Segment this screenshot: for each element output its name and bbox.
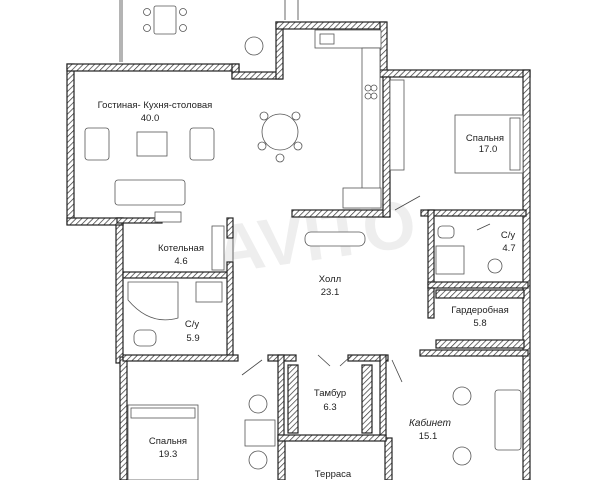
room-name-bath-1: С/у [501, 230, 516, 241]
room-area-wardrobe: 5.8 [473, 318, 486, 329]
room-area-hall: 23.1 [321, 287, 340, 298]
study-furniture [391, 359, 522, 466]
bath-1-fixtures [435, 223, 503, 275]
room-name-boiler: Котельная [158, 243, 204, 254]
room-area-living-kitchen: 40.0 [141, 113, 160, 124]
wardrobe-fixtures [435, 289, 525, 349]
room-area-bedroom-2: 19.3 [159, 449, 178, 460]
room-area-boiler: 4.6 [174, 256, 187, 267]
vestibule-fixtures [287, 354, 373, 434]
interior-walls [116, 76, 529, 442]
bedroom-1-furniture [389, 79, 524, 211]
room-area-bedroom-1: 17.0 [479, 144, 498, 155]
room-name-bedroom-1: Спальня [466, 133, 504, 144]
room-area-bath-2: 5.9 [186, 333, 199, 344]
room-name-living-kitchen: Гостиная- Кухня-столовая [98, 100, 213, 111]
room-name-vestibule: Тамбур [314, 388, 346, 399]
bedroom-2-furniture [127, 359, 276, 480]
room-labels: Гостиная- Кухня-столовая 40.0 Спальня 17… [98, 100, 516, 480]
room-area-study: 15.1 [419, 431, 438, 442]
outdoor-dining-set [143, 5, 187, 35]
room-area-bath-1: 4.7 [502, 243, 515, 254]
room-name-bath-2: С/у [185, 319, 200, 330]
room-name-study: Кабинет [409, 417, 451, 429]
room-area-vestibule: 6.3 [323, 402, 336, 413]
room-name-wardrobe: Гардеробная [451, 305, 508, 316]
room-name-bedroom-2: Спальня [149, 436, 187, 447]
room-name-hall: Холл [319, 274, 341, 285]
room-name-terrace: Терраса [315, 469, 352, 480]
top-porch [119, 0, 299, 62]
kitchen-counter [314, 29, 382, 209]
boiler-fixtures [154, 211, 234, 271]
bath-2-fixtures [127, 281, 223, 347]
living-furniture [84, 36, 366, 247]
